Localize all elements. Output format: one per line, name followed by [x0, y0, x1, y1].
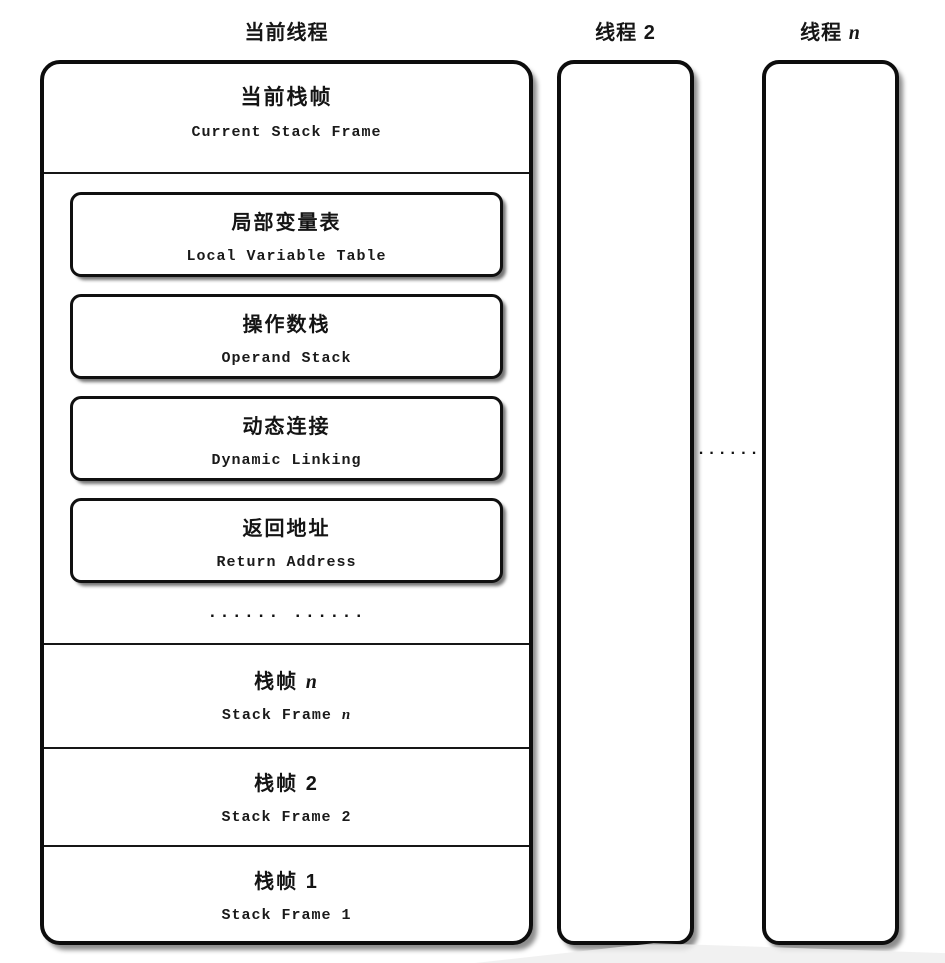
current-stack-frame-section: 当前栈帧 Current Stack Frame [44, 64, 529, 172]
thread-2-title: 线程 2 [595, 22, 656, 44]
stack-frame-1-label-en: Stack Frame 1 [44, 907, 529, 924]
return-address-box: 返回地址 Return Address [70, 498, 503, 583]
stack-frame-2-section: 栈帧 2 Stack Frame 2 [44, 747, 529, 845]
threads-ellipsis: ...... [696, 441, 760, 459]
local-variable-table-label-en: Local Variable Table [186, 248, 387, 265]
local-variable-table-box: 局部变量表 Local Variable Table [70, 192, 503, 277]
thread-2-column [557, 60, 694, 945]
stack-frame-1-zh-prefix: 栈帧 [254, 871, 306, 893]
dynamic-linking-label-en: Dynamic Linking [211, 452, 362, 469]
stack-frame-2-en-var: 2 [341, 809, 352, 826]
current-thread-title: 当前线程 [244, 22, 329, 44]
current-stack-frame-label-zh: 当前栈帧 [240, 86, 333, 109]
frame-parts-ellipsis: ...... ...... [207, 604, 366, 623]
stack-frame-2-zh-prefix: 栈帧 [254, 773, 306, 795]
stack-frame-n-label-en: Stack Frame n [44, 707, 529, 724]
stack-frame-1-section: 栈帧 1 Stack Frame 1 [44, 845, 529, 941]
stack-frame-n-zh-prefix: 栈帧 [254, 671, 306, 693]
stack-frame-n-en-prefix: Stack Frame [221, 707, 342, 724]
operand-stack-label-en: Operand Stack [221, 350, 352, 367]
stack-frame-n-section: 栈帧 n Stack Frame n [44, 643, 529, 747]
stack-frame-1-en-prefix: Stack Frame [221, 907, 342, 924]
stack-frame-2-label-zh: 栈帧 2 [44, 767, 529, 796]
current-stack-frame-label-en: Current Stack Frame [191, 124, 382, 141]
current-thread-column: 当前栈帧 Current Stack Frame 局部变量表 Local Var… [40, 60, 533, 945]
thread-n-title: 线程 n [762, 16, 899, 45]
return-address-label-zh: 返回地址 [242, 518, 331, 540]
thread-n-column [762, 60, 899, 945]
dynamic-linking-box: 动态连接 Dynamic Linking [70, 396, 503, 481]
stack-frame-n-label-zh: 栈帧 n [44, 665, 529, 694]
stack-frame-2-zh-var: 2 [305, 773, 319, 795]
stack-frame-2-label-en: Stack Frame 2 [44, 809, 529, 826]
stack-frame-n-en-var: n [341, 707, 352, 723]
local-variable-table-label-zh: 局部变量表 [231, 212, 342, 234]
return-address-label-en: Return Address [216, 554, 357, 571]
stack-frame-n-zh-var: n [305, 671, 319, 693]
stack-frame-1-label-zh: 栈帧 1 [44, 865, 529, 894]
dynamic-linking-label-zh: 动态连接 [242, 416, 331, 438]
stack-frame-1-zh-var: 1 [305, 871, 319, 893]
frame-parts-section: 局部变量表 Local Variable Table 操作数栈 Operand … [44, 172, 529, 643]
operand-stack-box: 操作数栈 Operand Stack [70, 294, 503, 379]
operand-stack-label-zh: 操作数栈 [242, 314, 331, 336]
stack-frame-2-en-prefix: Stack Frame [221, 809, 342, 826]
thread-n-title-prefix: 线程 [800, 22, 849, 44]
thread-n-title-var: n [848, 22, 861, 44]
stack-frame-1-en-var: 1 [341, 907, 352, 924]
